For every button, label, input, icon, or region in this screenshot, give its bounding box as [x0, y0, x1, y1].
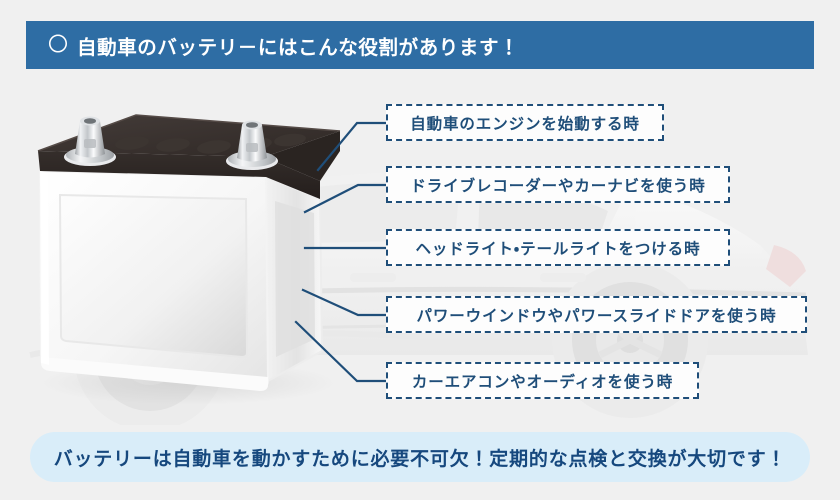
page-title: 自動車のバッテリ－にはこんな役割があります！: [77, 35, 520, 59]
callout-box-5[interactable]: カーエアコンやオーディオを使う時: [386, 362, 699, 399]
callout-label-5: カーエアコンやオーディオを使う時: [411, 372, 674, 391]
callout-box-3[interactable]: ヘッドライト・テールライトをつける時: [386, 229, 730, 266]
callout-label-4: パワーウインドウやパワースライドドアを使う時: [416, 306, 777, 325]
circle-bullet-icon: 〇: [48, 32, 68, 56]
callout-box-4[interactable]: パワーウインドウやパワースライドドアを使う時: [386, 296, 807, 333]
callout-box-2[interactable]: ドライブレコーダーやカーナビを使う時: [386, 166, 730, 203]
callout-label-3: ヘッドライト・テールライトをつける時: [415, 239, 701, 258]
header-bar: 〇 自動車のバッテリ－にはこんな役割があります！: [26, 21, 814, 69]
car-battery-illustration: [37, 114, 341, 405]
footer-message: バッテリーは自動車を動かすために必要不可欠！定期的な点検と交換が大切です！: [53, 447, 787, 470]
battery-terminal-right: [226, 120, 278, 170]
callout-box-1[interactable]: 自動車のエンジンを始動する時: [386, 104, 664, 141]
callout-label-1: 自動車のエンジンを始動する時: [410, 114, 640, 133]
footer-banner: バッテリーは自動車を動かすために必要不可欠！定期的な点検と交換が大切です！: [30, 432, 810, 482]
battery-terminal-left: [64, 116, 116, 166]
callout-label-2: ドライブレコーダーやカーナビを使う時: [410, 176, 706, 195]
